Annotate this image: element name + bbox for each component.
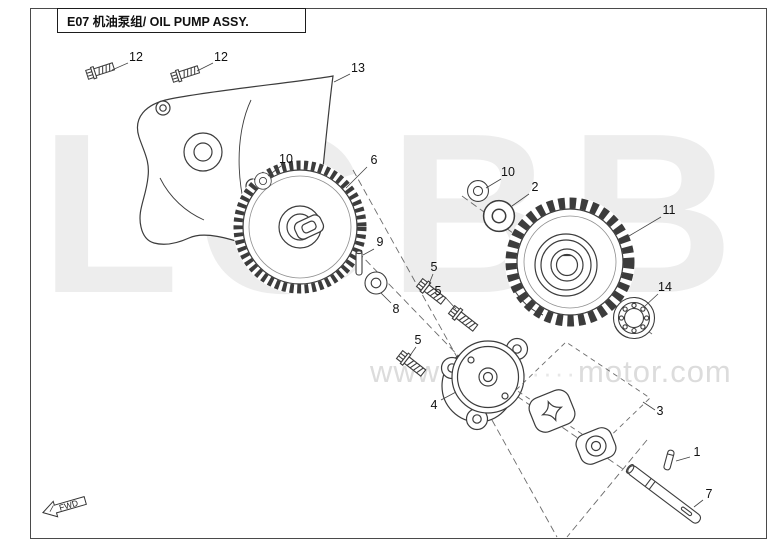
callout-5-mid: 5: [435, 284, 442, 298]
callout-9: 9: [377, 235, 384, 249]
shaft-7: [625, 464, 702, 524]
pin-1: [663, 449, 675, 471]
callout-5-bottom: 5: [415, 333, 422, 347]
fwd-arrow: FWD: [42, 496, 87, 518]
callout-3: 3: [657, 404, 664, 418]
callout-labels: 12 12 13 10 6 9 10 2 11 14 5 5 8 5 4 3 1…: [129, 50, 712, 501]
callout-7: 7: [706, 487, 713, 501]
callout-2: 2: [532, 180, 539, 194]
callout-12-left: 12: [129, 50, 143, 64]
fwd-arrow-label: FWD: [58, 498, 79, 513]
bolt-5-mid: [447, 303, 480, 334]
callout-12-right: 12: [214, 50, 228, 64]
callout-11: 11: [663, 203, 676, 217]
outer-rotor: [528, 389, 576, 433]
inner-rotor: [575, 427, 617, 465]
title-box: E07 机油泵组/ OIL PUMP ASSY.: [57, 8, 306, 33]
bearing-14: [612, 296, 656, 340]
pin-9: [355, 249, 363, 276]
watermark-url-right: motor.com: [578, 354, 732, 389]
callout-8: 8: [393, 302, 400, 316]
callout-14: 14: [658, 280, 672, 294]
callout-10-left: 10: [279, 152, 293, 166]
callout-4: 4: [431, 398, 438, 412]
bolt-12-right: [169, 63, 201, 85]
callout-1: 1: [694, 445, 701, 459]
gear-11: [505, 197, 635, 327]
washer-8: [364, 271, 388, 295]
rotor-set-3: [515, 341, 651, 465]
pump-body-4: [440, 337, 529, 431]
gear-6: [233, 160, 367, 294]
callout-5-top: 5: [431, 260, 438, 274]
bolt-5-top: [415, 276, 448, 307]
callout-6: 6: [371, 153, 378, 167]
callout-13: 13: [351, 61, 365, 75]
washer-10-right: [467, 180, 489, 202]
bolt-12-left: [84, 60, 116, 82]
page-title: E07 机油泵组/ OIL PUMP ASSY.: [67, 15, 249, 29]
callout-10-right: 10: [501, 165, 515, 179]
washer-2: [482, 199, 516, 233]
callout-leaders: [111, 62, 704, 508]
